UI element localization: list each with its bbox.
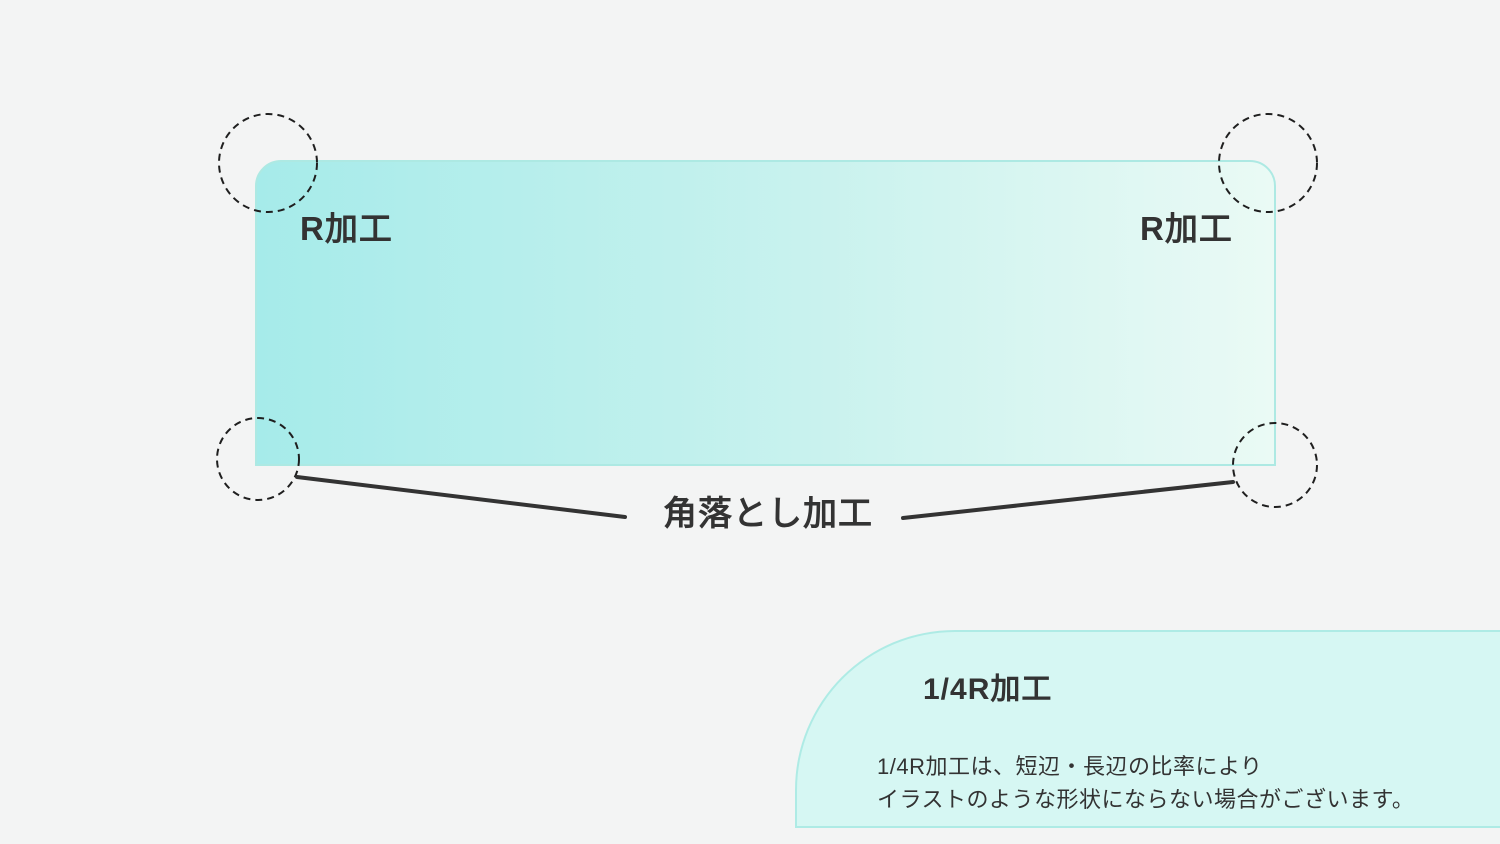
label-r-processing-top-left: R加工	[300, 210, 393, 247]
glass-sheet	[255, 160, 1276, 466]
quarter-r-info-panel: 1/4R加工 1/4R加工は、短辺・長辺の比率により イラストのような形状になら…	[795, 630, 1500, 828]
panel-body-line1: 1/4R加工は、短辺・長辺の比率により	[877, 754, 1263, 779]
panel-body-line2: イラストのような形状にならない場合がございます。	[877, 787, 1415, 812]
label-corner-cut-processing: 角落とし加工	[663, 495, 873, 533]
callout-line-right	[901, 480, 1235, 520]
panel-title: 1/4R加工	[923, 673, 1053, 706]
label-r-processing-top-right: R加工	[1140, 210, 1233, 247]
callout-line-left	[295, 475, 627, 519]
